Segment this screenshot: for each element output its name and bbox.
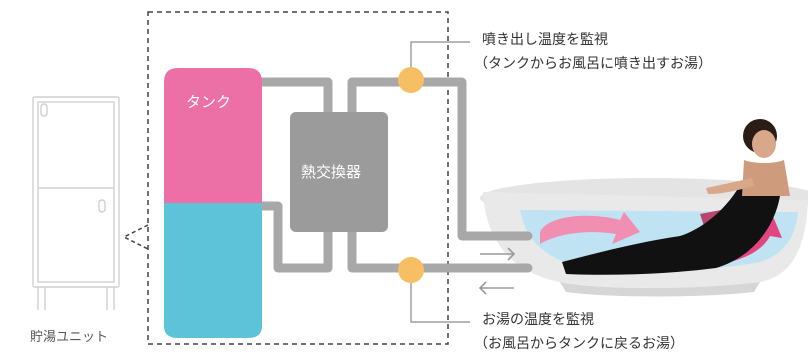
detail-frame [147,11,449,345]
tank-label: タンク [186,93,232,111]
heat-exchanger-label: 熱交換器 [301,163,362,181]
return-sensor-note: （お風呂からタンクに戻るお湯） [474,336,684,352]
zoom-callout-marker [122,224,149,250]
outlet-sensor-title: 噴き出し温度を監視 [482,32,608,48]
storage-unit-label: 貯湯ユニット [30,330,109,345]
leader-lines [410,41,470,323]
bather-illustration [562,119,790,275]
flow-arrow-outlet [540,212,640,244]
return-temp-sensor [398,257,424,283]
storage-unit-illustration [32,96,120,310]
heat-exchanger [290,112,388,232]
flow-direction-arrows [478,247,516,295]
pipe-network [257,77,533,273]
return-sensor-title: お湯の温度を監視 [482,312,594,328]
outlet-sensor-note: （タンクからお風呂に噴き出すお湯） [474,56,712,72]
outlet-temp-sensor [398,67,424,93]
tank [164,68,262,338]
